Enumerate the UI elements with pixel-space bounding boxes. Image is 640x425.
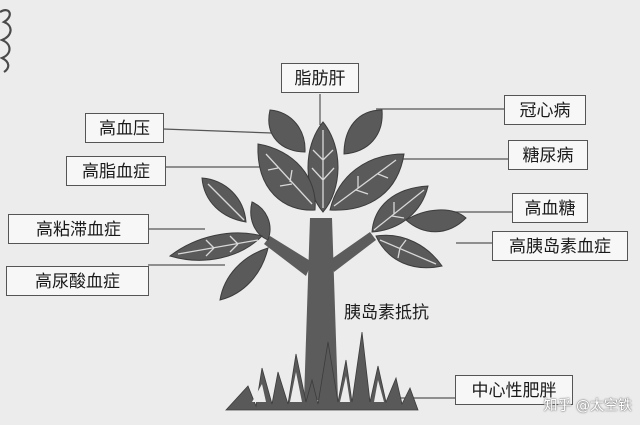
label-hyperinsulinemia: 高胰岛素血症 <box>492 231 628 261</box>
label-diabetes: 糖尿病 <box>508 140 588 170</box>
connector-hypertension <box>162 128 273 134</box>
leaf-left-lower <box>219 247 269 301</box>
label-hyperviscosity: 高粘滞血症 <box>8 214 149 244</box>
grass-tuft <box>225 331 419 411</box>
label-fatty-liver: 脂肪肝 <box>281 63 359 93</box>
label-hypertension: 高血压 <box>85 113 164 143</box>
label-hyperlipidemia: 高脂血症 <box>66 156 166 186</box>
leaf-top-left <box>268 109 306 153</box>
right-branch <box>330 232 376 272</box>
leaf-right-side <box>405 209 467 233</box>
label-hyperuricemia: 高尿酸血症 <box>6 266 149 296</box>
label-hyperglycemia: 高血糖 <box>512 193 588 223</box>
label-central-obesity: 中心性肥胖 <box>455 375 573 405</box>
leaf-top-right <box>343 109 383 155</box>
label-coronary-heart-disease: 冠心病 <box>504 95 586 125</box>
label-insulin-resistance: 胰岛素抵抗 <box>338 298 435 328</box>
corner-decoration <box>0 9 12 73</box>
watermark: 知乎 @太空铁 <box>543 398 632 414</box>
leaf-left-tiny <box>250 201 271 241</box>
left-branch <box>264 236 312 276</box>
leaf-left-long <box>168 232 263 261</box>
